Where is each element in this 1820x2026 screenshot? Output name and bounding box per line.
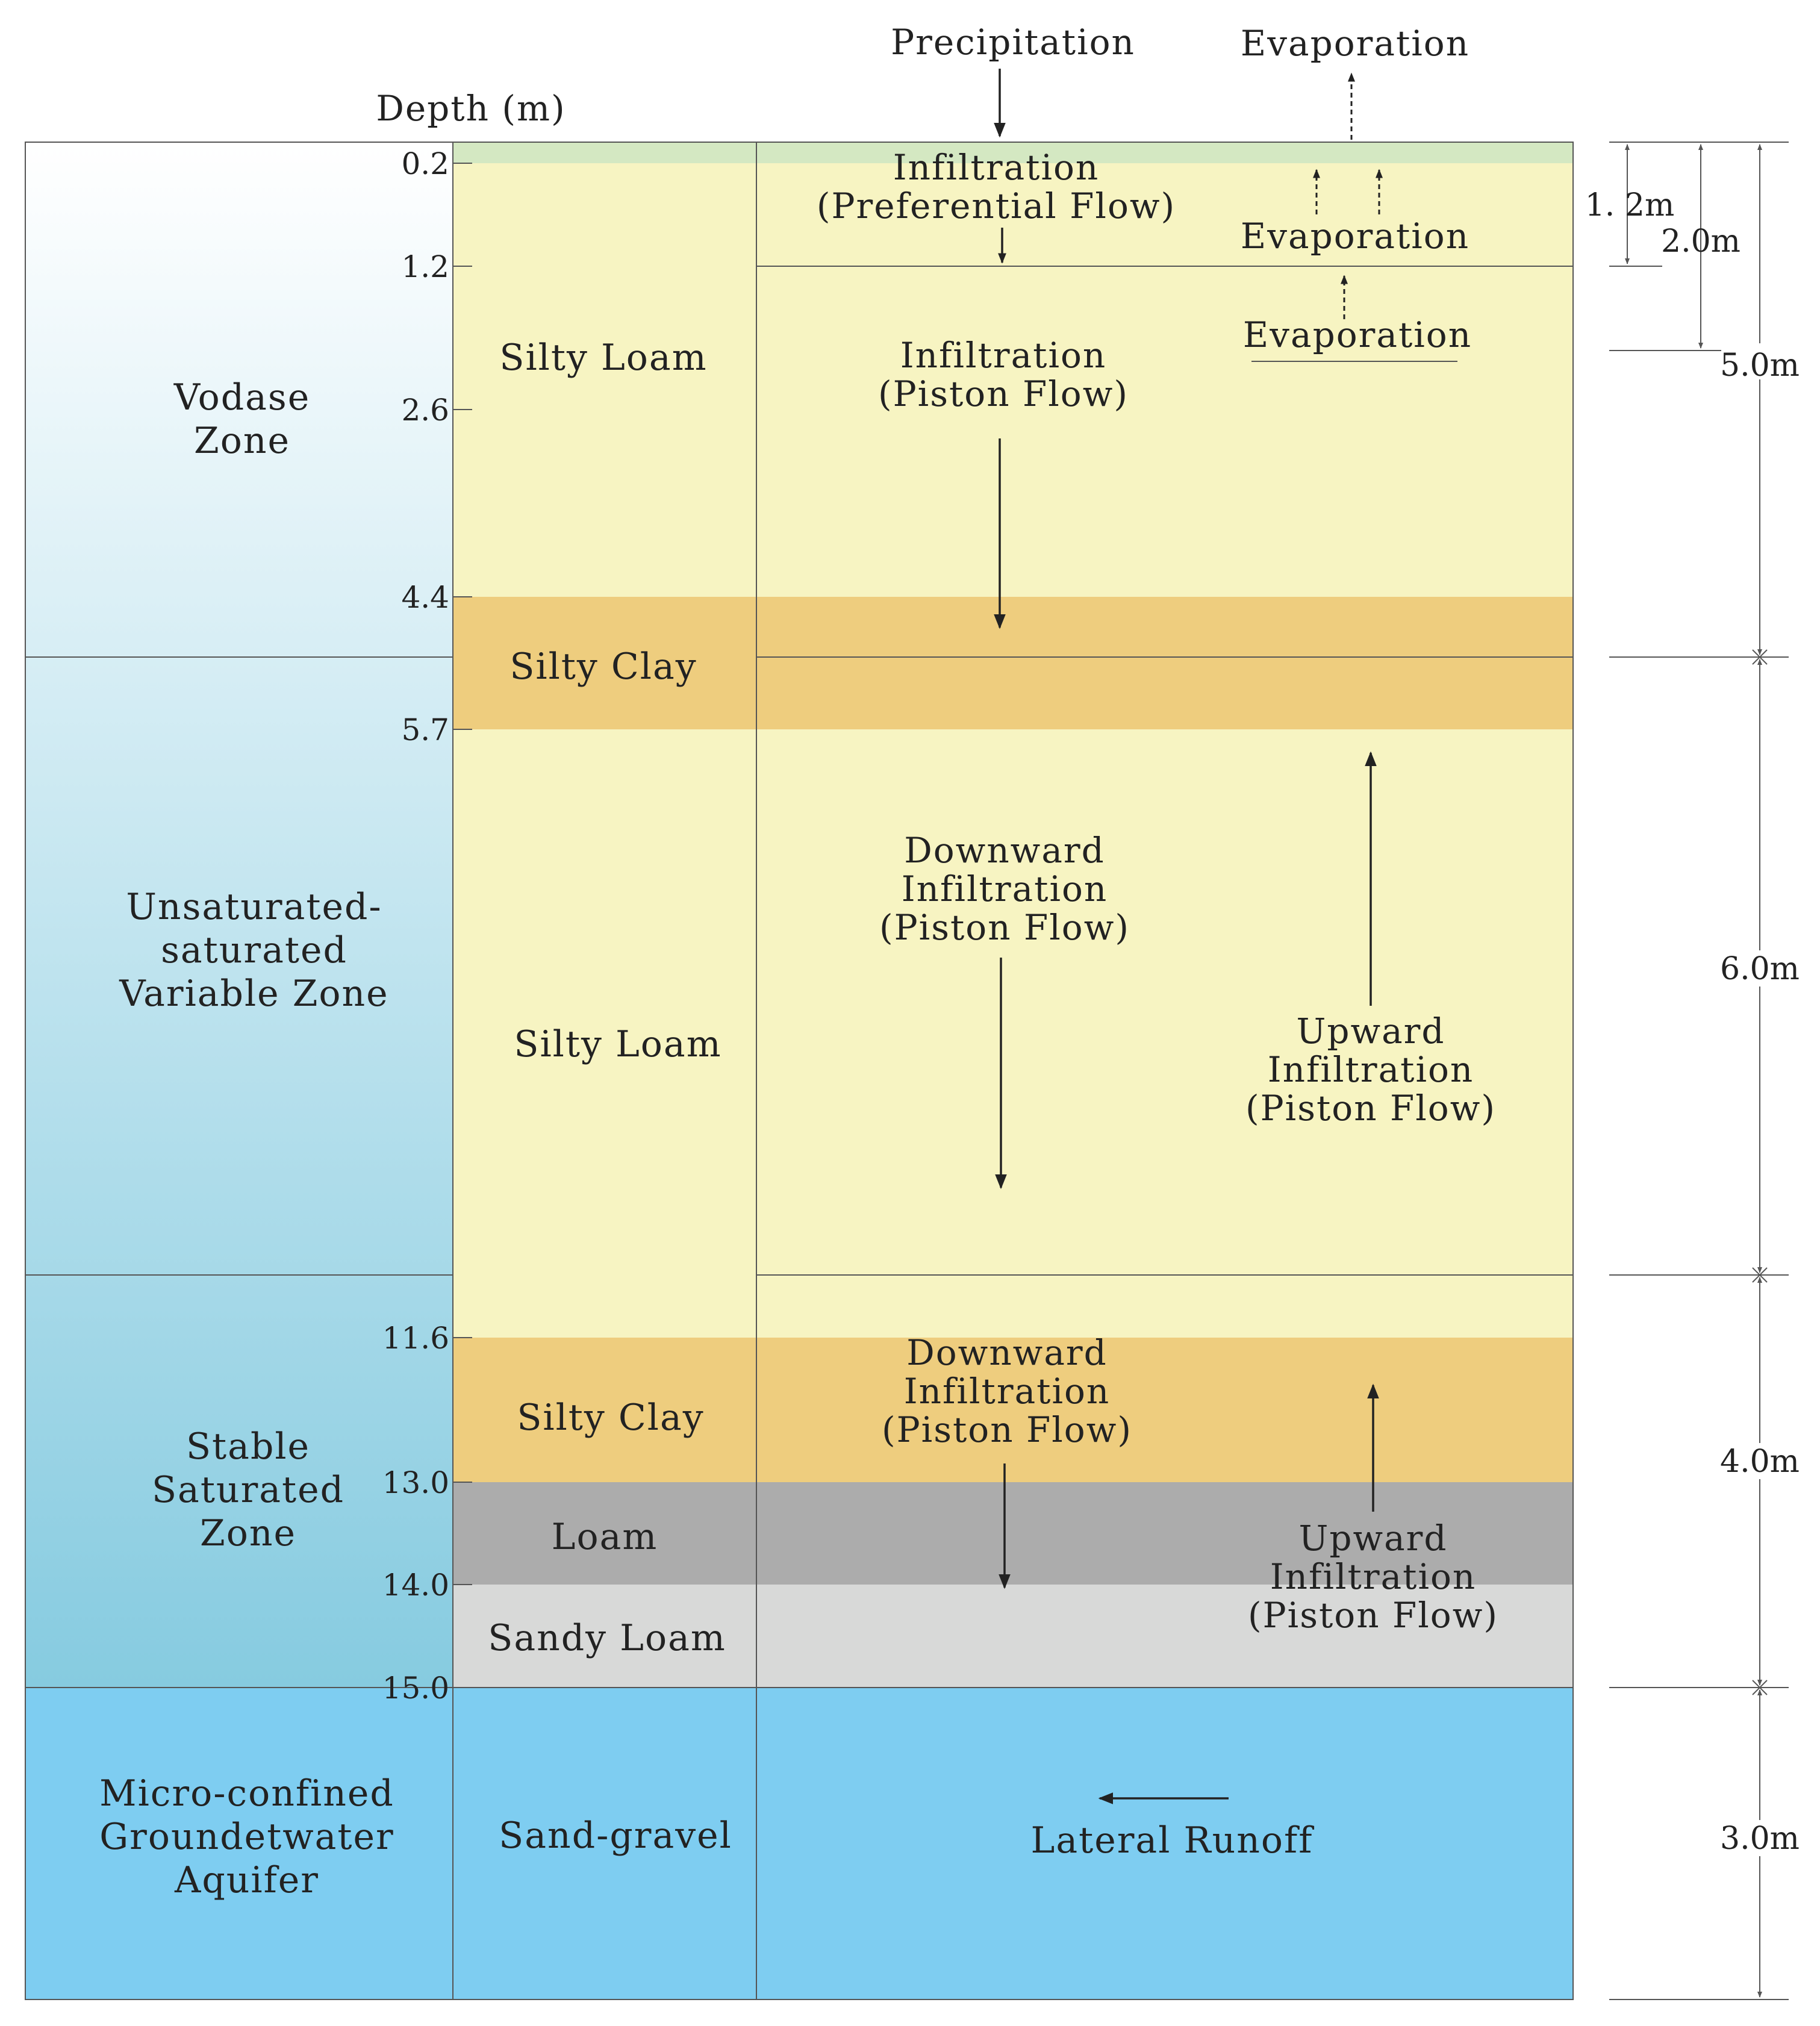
depth-tick-label: 1.2 — [401, 249, 449, 284]
svg-text:Infiltration: Infiltration — [904, 1371, 1111, 1412]
depth-tick-label: 11.6 — [382, 1321, 449, 1356]
process-infiltration-preferential: Infiltration (Preferential Flow) — [817, 147, 1176, 226]
depth-tick-label: 13.0 — [382, 1465, 449, 1500]
soil-label-silty-clay-upper: Silty Clay — [510, 646, 697, 688]
evaporation-lower-label: Evaporation — [1243, 314, 1472, 355]
soil-label-sandy-loam: Sandy Loam — [488, 1617, 726, 1659]
svg-text:Downward: Downward — [906, 1332, 1108, 1373]
dimension-annotations — [1609, 142, 1789, 2000]
surface-layer — [453, 142, 1573, 163]
soil-label-silty-loam-middle: Silty Loam — [514, 1023, 721, 1065]
silty-loam-upper-layer — [453, 163, 1573, 597]
precipitation-label: Precipitation — [891, 22, 1135, 63]
depth-tick-label: 15.0 — [382, 1671, 449, 1706]
dimension-label-6-0m: 6.0m — [1720, 951, 1800, 987]
dimension-label-mask — [1718, 950, 1802, 987]
diagram-frame — [25, 142, 1574, 2000]
svg-text:Zone: Zone — [200, 1512, 296, 1554]
soil-label-sand-gravel: Sand-gravel — [499, 1815, 732, 1857]
svg-text:Micro-confined: Micro-confined — [99, 1772, 394, 1815]
depth-tick-label: 0.2 — [401, 146, 449, 181]
svg-text:(Piston Flow): (Piston Flow) — [1245, 1088, 1496, 1129]
svg-text:(Piston Flow): (Piston Flow) — [878, 373, 1129, 414]
svg-text:(Preferential Flow): (Preferential Flow) — [817, 185, 1176, 226]
svg-text:Infiltration: Infiltration — [893, 147, 1100, 188]
svg-text:Unsaturated-: Unsaturated- — [126, 886, 382, 928]
loam-layer — [453, 1482, 1573, 1585]
dimension-label-3-0m: 3.0m — [1720, 1821, 1800, 1857]
svg-text:Infiltration: Infiltration — [1270, 1556, 1477, 1597]
process-upward-middle: Upward Infiltration (Piston Flow) — [1245, 1011, 1496, 1129]
dimension-label-1-2m: 1. 2m — [1585, 187, 1675, 223]
sand-gravel-layer — [453, 1688, 1573, 2000]
svg-text:Variable Zone: Variable Zone — [119, 973, 388, 1015]
depth-tick-label: 2.6 — [401, 393, 449, 428]
depth-tick-label: 14.0 — [382, 1568, 449, 1603]
svg-text:(Piston Flow): (Piston Flow) — [1248, 1595, 1498, 1636]
evaporation-top-label: Evaporation — [1241, 23, 1469, 64]
depth-axis-title: Depth (m) — [376, 88, 566, 129]
svg-text:Infiltration: Infiltration — [1268, 1049, 1474, 1090]
svg-text:saturated: saturated — [161, 929, 347, 971]
zone-label-vodase: Vodase Zone — [173, 376, 310, 462]
dimension-label-mask — [1718, 1820, 1802, 1856]
depth-tick-label: 5.7 — [401, 712, 449, 747]
svg-text:Downward: Downward — [904, 830, 1105, 871]
svg-text:Upward: Upward — [1298, 1518, 1447, 1559]
dimension-label-4-0m: 4.0m — [1720, 1444, 1800, 1480]
svg-text:Aquifer: Aquifer — [174, 1859, 319, 1901]
silty-clay-upper-layer — [453, 597, 1573, 729]
svg-text:Groundetwater: Groundetwater — [99, 1816, 394, 1858]
svg-text:Vodase: Vodase — [173, 376, 310, 419]
dimension-label-2-0m: 2.0m — [1661, 223, 1741, 260]
svg-text:Infiltration: Infiltration — [902, 868, 1108, 909]
svg-text:Zone: Zone — [194, 420, 290, 462]
soil-label-silty-clay-lower: Silty Clay — [517, 1397, 704, 1439]
svg-text:Infiltration: Infiltration — [900, 335, 1107, 376]
silty-loam-middle-layer — [453, 729, 1573, 1338]
process-downward-middle: Downward Infiltration (Piston Flow) — [879, 830, 1130, 948]
zone-label-stable: Stable Saturated Zone — [152, 1426, 344, 1554]
svg-text:(Piston Flow): (Piston Flow) — [879, 907, 1130, 948]
dimension-label-mask — [1721, 343, 1798, 379]
soil-label-silty-loam-upper: Silty Loam — [499, 337, 707, 379]
process-upward-lower: Upward Infiltration (Piston Flow) — [1248, 1518, 1498, 1636]
sandy-loam-layer — [453, 1585, 1573, 1688]
dimension-label-5-0m: 5.0m — [1720, 348, 1800, 384]
dimension-label-mask — [1718, 1443, 1802, 1479]
process-downward-lower: Downward Infiltration (Piston Flow) — [882, 1332, 1132, 1450]
evaporation-upper-label: Evaporation — [1241, 216, 1469, 257]
svg-text:Saturated: Saturated — [152, 1469, 344, 1511]
zone-label-aquifer: Micro-confined Groundetwater Aquifer — [99, 1772, 394, 1901]
svg-text:Upward: Upward — [1296, 1011, 1445, 1052]
svg-text:Stable: Stable — [186, 1426, 310, 1468]
process-infiltration-piston: Infiltration (Piston Flow) — [878, 335, 1129, 414]
aquifer-zone-fill — [25, 1688, 453, 2000]
zone-label-variable: Unsaturated- saturated Variable Zone — [119, 886, 388, 1015]
zone-column-background — [25, 142, 453, 1688]
soil-label-loam: Loam — [552, 1516, 658, 1558]
silty-clay-lower-layer — [453, 1338, 1573, 1482]
lateral-runoff-label: Lateral Runoff — [1031, 1819, 1315, 1862]
svg-text:(Piston Flow): (Piston Flow) — [882, 1409, 1132, 1450]
depth-axis: 0.2 1.2 2.6 4.4 5.7 11.6 13.0 14.0 15.0 — [382, 146, 472, 1706]
depth-tick-label: 4.4 — [401, 580, 449, 615]
